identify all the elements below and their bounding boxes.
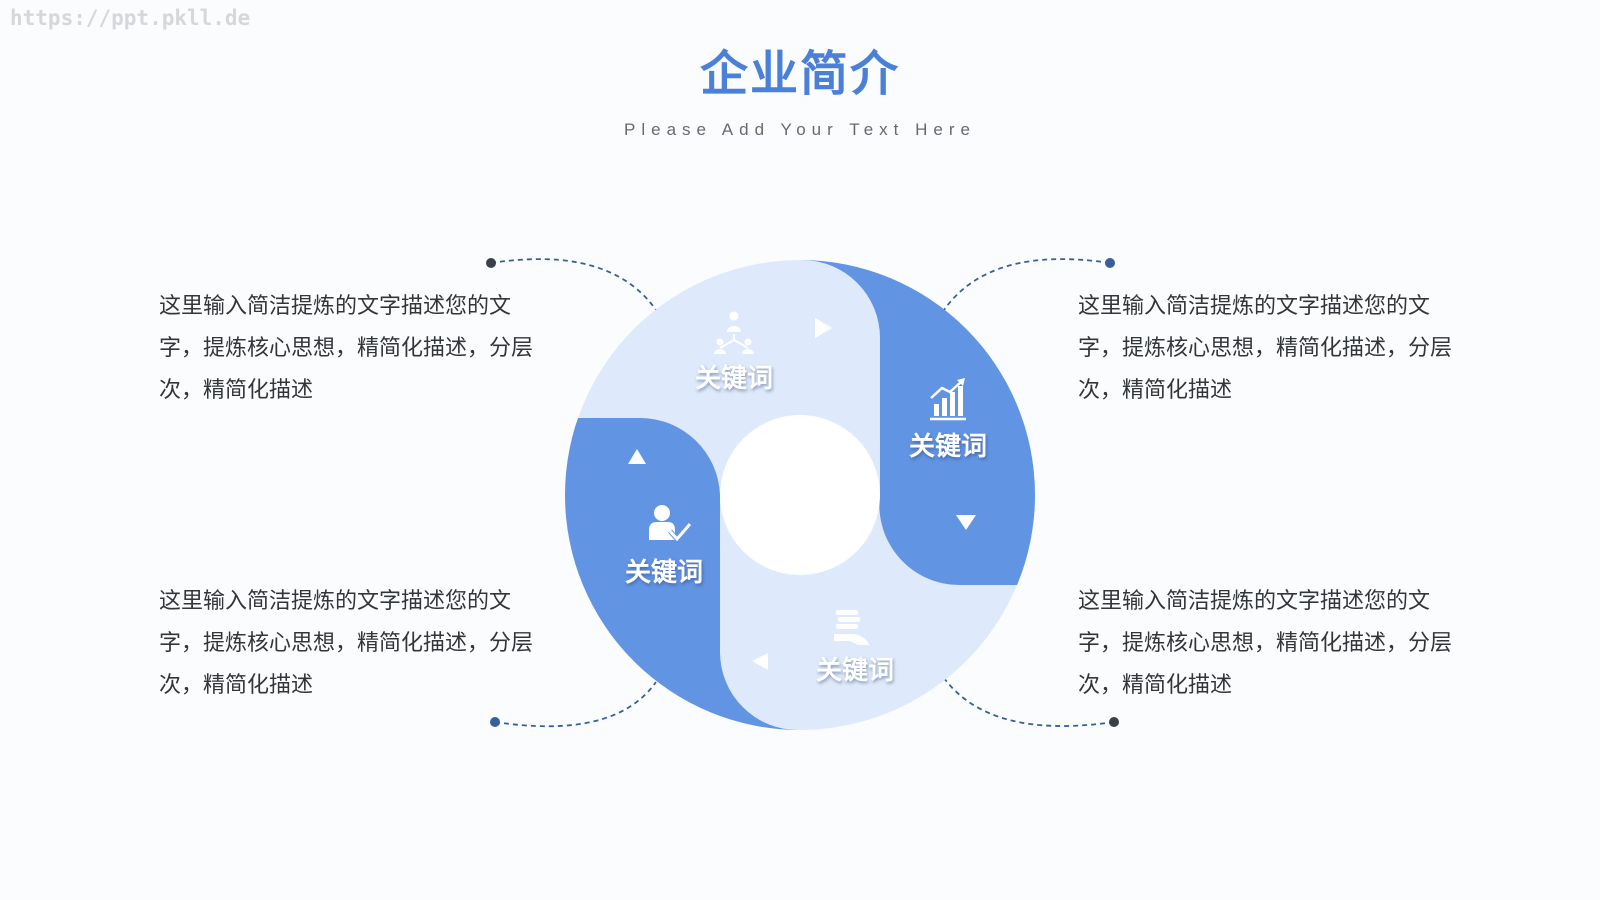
segment-label-right: 关键词	[908, 432, 987, 462]
description-top-right: 这里输入简洁提炼的文字描述您的文字，提炼核心思想，精简化描述，分层次，精简化描述	[1078, 294, 1453, 403]
user-check-icon	[649, 505, 692, 543]
connector-dot	[1105, 258, 1115, 268]
connector-dot	[1109, 717, 1119, 727]
arrow-right-icon	[815, 318, 832, 338]
connector-top-right	[943, 258, 1115, 311]
connector-bottom-right	[943, 677, 1119, 727]
connector-dot	[486, 258, 496, 268]
center-hole	[720, 415, 880, 575]
page-subtitle: Please Add Your Text Here	[624, 120, 976, 139]
watermark-url: https://ppt.pkll.de	[10, 6, 251, 30]
network-hierarchy-icon	[714, 311, 754, 354]
segment-label-top: 关键词	[694, 364, 773, 394]
arrow-down-icon	[956, 515, 976, 530]
description-bottom-left: 这里输入简洁提炼的文字描述您的文字，提炼核心思想，精简化描述，分层次，精简化描述	[159, 589, 534, 698]
hand-coins-icon	[834, 610, 870, 645]
arrow-left-icon	[752, 653, 768, 670]
segment-label-left: 关键词	[624, 558, 703, 588]
connector-dot	[490, 717, 500, 727]
arrow-up-icon	[628, 449, 646, 464]
description-bottom-right: 这里输入简洁提炼的文字描述您的文字，提炼核心思想，精简化描述，分层次，精简化描述	[1078, 589, 1453, 698]
page-title: 企业简介	[699, 46, 900, 102]
connector-bottom-left	[490, 681, 657, 728]
bar-chart-growth-icon	[930, 378, 966, 421]
segment-label-bottom: 关键词	[815, 656, 894, 686]
connector-top-left	[486, 258, 657, 311]
description-top-left: 这里输入简洁提炼的文字描述您的文字，提炼核心思想，精简化描述，分层次，精简化描述	[159, 294, 534, 403]
